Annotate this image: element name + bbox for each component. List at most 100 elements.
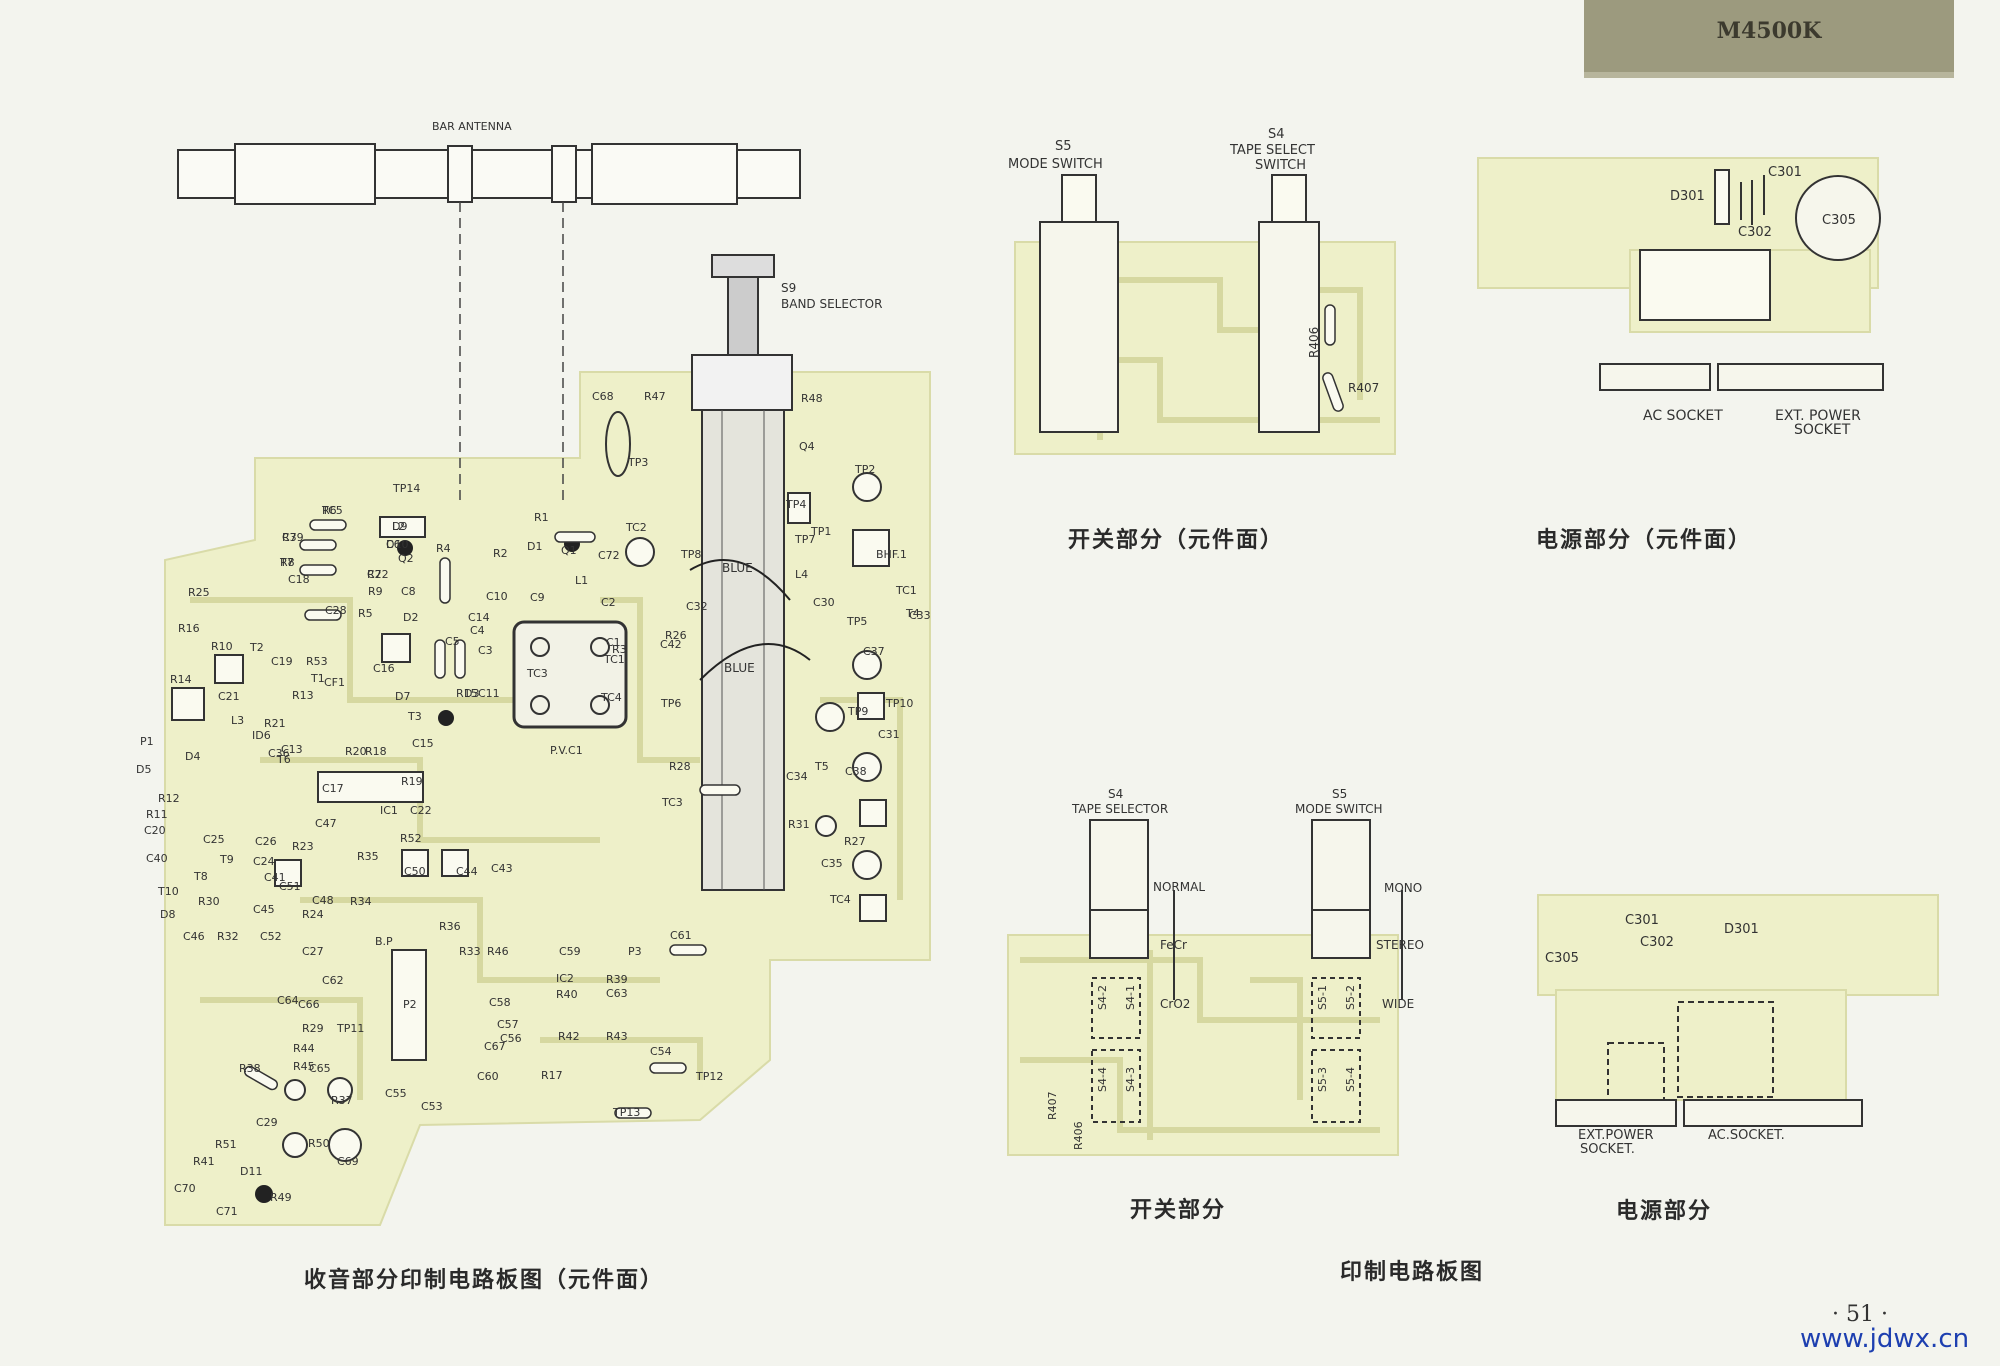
component-label: TC1 [895,584,917,597]
component-label: T6 [276,753,291,766]
component-label: C43 [491,862,513,875]
component-label: C65 [309,1062,331,1075]
component-label: R23 [292,840,314,853]
component-label: TP7 [794,533,815,546]
c305-lower-label: C305 [1545,951,1579,966]
component-label: C46 [183,930,205,943]
component-label: P1 [140,735,154,748]
component-label: C47 [315,817,337,830]
component-label: R4 [436,542,451,555]
component-label: TC2 [625,521,647,534]
component-label: D4 [185,750,200,763]
switch-section-caption: 开关部分（元件面） [1068,528,1285,553]
band-selector-id: S9 [781,281,796,295]
component-label: Q2 [398,552,414,565]
c301-label: C301 [1768,165,1802,180]
component-label: R13 [292,689,314,702]
component-label: C22 [410,804,432,817]
component-label: D7 [395,690,410,703]
component-label: R3 [612,643,627,656]
component-label: C29 [256,1116,278,1129]
component-label: R33 [459,945,481,958]
component-label: T5 [814,760,829,773]
l4-coil [787,492,811,524]
component-label: C4 [470,624,485,637]
component-label: R45 [293,1060,315,1073]
component-label: D3 [464,687,479,700]
s5-lower-id: S5 [1332,787,1347,801]
switch-board-component-side [1014,174,1396,455]
normal-label: NORMAL [1153,880,1205,894]
component-label: IC1 [380,804,398,817]
component-label: C8 [401,585,416,598]
component-label: R49 [270,1191,292,1204]
stereo-label: STEREO [1376,938,1424,952]
wire-label-blue-2: BLUE [724,661,755,675]
component-label: C11 [478,687,500,700]
wide-label: WIDE [1382,997,1414,1011]
d301-lower-label: D301 [1724,922,1759,937]
component-label: D10 [386,538,408,551]
component-label: R6 [322,504,337,517]
power-pcb-copper-side [1537,894,1939,1127]
component-label: R15 [456,687,478,700]
component-label: C67 [484,1040,506,1053]
component-label: R40 [556,988,578,1001]
component-label: R46 [487,945,509,958]
component-label: IC2 [556,972,574,985]
component-label: T9 [219,853,234,866]
component-label: TC3 [661,796,683,809]
component-label: ID6 [252,729,271,742]
component-label: R17 [541,1069,563,1082]
component-label: R52 [400,832,422,845]
component-label: R22 [367,568,389,581]
receiver-caption: 收音部分印制电路板图（元件面） [304,1268,665,1293]
component-label: L3 [231,714,244,727]
component-label: R21 [264,717,286,730]
component-label: D9 [392,520,407,533]
component-label: C54 [650,1045,672,1058]
component-label: C31 [878,728,900,741]
component-label: L4 [795,568,808,581]
component-label: R31 [788,818,810,831]
component-label: B.P [375,935,393,948]
component-label: C48 [312,894,334,907]
component-label: R34 [350,895,372,908]
component-label: C18 [288,573,310,586]
component-label: R53 [306,655,328,668]
component-label: C26 [255,835,277,848]
component-label: R30 [198,895,220,908]
mono-label: MONO [1384,881,1422,895]
component-label: C71 [216,1205,238,1218]
s4-lower-id: S4 [1108,787,1123,801]
ac-socket-lower-label: AC.SOCKET. [1708,1128,1785,1143]
ic1-chip [317,771,424,803]
component-label: R11 [146,808,168,821]
component-label: R51 [215,1138,237,1151]
component-label: R43 [606,1030,628,1043]
model-banner: M4500K [1584,0,1954,78]
component-label: R10 [211,640,233,653]
component-label: TC5 [321,504,343,517]
component-label: P2 [403,998,417,1011]
component-label: C53 [421,1100,443,1113]
component-label: C7 [367,568,382,581]
ac-socket-label: AC SOCKET [1643,408,1723,424]
pcb-diagram-caption: 印制电路板图 [1340,1260,1485,1285]
component-label: C32 [686,600,708,613]
component-label: TP9 [847,705,868,718]
component-label: C51 [279,880,301,893]
component-label: TP5 [846,615,867,628]
website-link[interactable]: www.jdwx.cn [1800,1324,1970,1354]
component-label: R44 [293,1042,315,1055]
component-label: C35 [821,857,843,870]
component-label: T7 [279,556,294,569]
component-label: C13 [281,743,303,756]
page-number: · 51 · [1832,1302,1888,1327]
component-label: TC4 [600,691,622,704]
component-label: D8 [160,908,175,921]
component-label: R27 [844,835,866,848]
component-label: C14 [468,611,490,624]
component-label: C38 [845,765,867,778]
component-label: R25 [188,586,210,599]
